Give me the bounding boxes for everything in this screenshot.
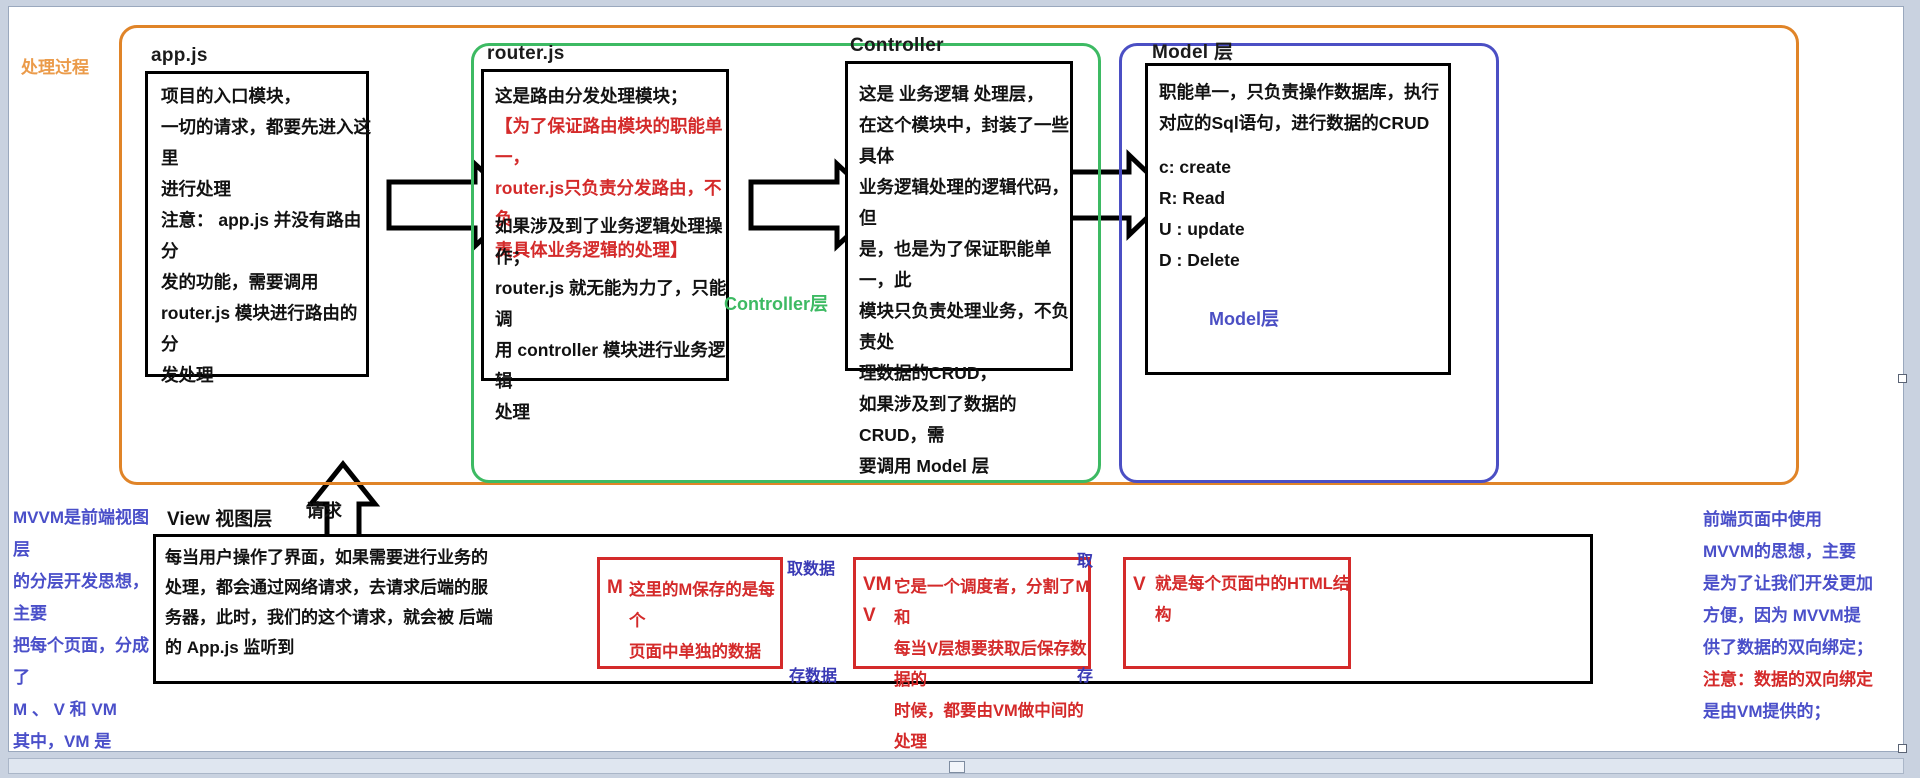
mvvm-m-letter: M bbox=[607, 577, 623, 598]
content-text-model-crud: c: create R: Read U : update D : Delete bbox=[1159, 157, 1245, 270]
mvvm-m-box bbox=[597, 557, 783, 669]
resize-handle-corner[interactable] bbox=[1898, 744, 1907, 753]
content-box-model bbox=[1145, 63, 1451, 375]
resize-handle-right[interactable] bbox=[1898, 374, 1907, 383]
scrollbar-thumb[interactable] bbox=[949, 761, 965, 773]
arrow-label-fetch: 取 bbox=[1077, 553, 1094, 570]
content-text-router-red: 【为了保证路由模块的职能单一， router.js只负责分发路由，不负 责具体业… bbox=[495, 116, 723, 260]
content-text-controller: 这是 业务逻辑 处理层， 在这个模块中，封装了一些具体 业务逻辑处理的逻辑代码，… bbox=[859, 84, 1069, 476]
mvvm-m-body: 这里的M保存的是每个 页面中单独的数据 bbox=[629, 581, 775, 661]
request-label: 请求 bbox=[306, 501, 342, 521]
mvvm-right-note-blue-1: 前端页面中使用 MVVM的思想，主要 是为了让我们开发更加 方便，因为 MVVM… bbox=[1703, 510, 1873, 657]
content-text-router-bottom: 如果涉及到了业务逻辑处理操作； router.js 就无能为力了，只能调 用 c… bbox=[495, 216, 727, 422]
view-layer-title: View 视图层 bbox=[167, 509, 273, 530]
diagram-canvas: 处理过程 app.js 项目的入口模块， 一切的请求，都要先进入这里 进行处理 … bbox=[8, 6, 1904, 752]
arrow-label-save-data: 存数据 bbox=[789, 668, 838, 685]
group-title-model: Model 层 bbox=[1152, 42, 1234, 63]
arrow-label-fetch-data: 取数据 bbox=[787, 561, 836, 578]
group-title-router: router.js bbox=[487, 43, 565, 64]
content-text-app: 项目的入口模块， 一切的请求，都要先进入这里 进行处理 注意： app.js 并… bbox=[161, 86, 371, 385]
group-frame-app bbox=[119, 25, 1799, 485]
controller-layer-label: Controller层 bbox=[724, 294, 829, 314]
mvvm-v-box bbox=[1123, 557, 1351, 669]
mvvm-right-note-blue-2: 是由VM提供的； bbox=[1703, 702, 1831, 721]
mvvm-v-body: 就是每个页面中的HTML结构 bbox=[1155, 575, 1350, 624]
mvvm-left-note: MVVM是前端视图层 的分层开发思想，主要 把每个页面，分成了 M 、 V 和 … bbox=[13, 508, 149, 751]
group-title-app: app.js bbox=[151, 45, 208, 66]
view-layer-body: 每当用户操作了界面，如果需要进行业务的 处理，都会通过网络请求，去请求后端的服 … bbox=[165, 548, 493, 657]
content-text-model: 职能单一，只负责操作数据库，执行 对应的Sql语句，进行数据的CRUD bbox=[1159, 82, 1439, 133]
content-box-app bbox=[145, 71, 369, 377]
content-box-router bbox=[481, 69, 729, 381]
process-side-label: 处理过程 bbox=[21, 58, 89, 77]
mvvm-right-note-red: 注意：数据的双向绑定 bbox=[1703, 670, 1873, 689]
arrow-label-save: 存 bbox=[1077, 668, 1094, 685]
mvvm-vm-body: 它是一个调度者，分割了M和 每当V层想要获取后保存数据的 时候，都要由VM做中间… bbox=[894, 578, 1090, 751]
mvvm-vm-letters: VM V bbox=[863, 574, 892, 626]
mvvm-vm-box bbox=[853, 557, 1091, 669]
model-layer-label: Model层 bbox=[1209, 309, 1279, 329]
mvvm-v-letter: V bbox=[1133, 574, 1146, 595]
horizontal-scrollbar[interactable] bbox=[8, 758, 1904, 774]
content-text-router-top: 这是路由分发处理模块； bbox=[495, 86, 688, 106]
group-title-controller: Controller bbox=[850, 35, 944, 56]
group-frame-router bbox=[471, 43, 1101, 483]
group-frame-model bbox=[1119, 43, 1499, 483]
content-box-controller bbox=[845, 61, 1073, 371]
